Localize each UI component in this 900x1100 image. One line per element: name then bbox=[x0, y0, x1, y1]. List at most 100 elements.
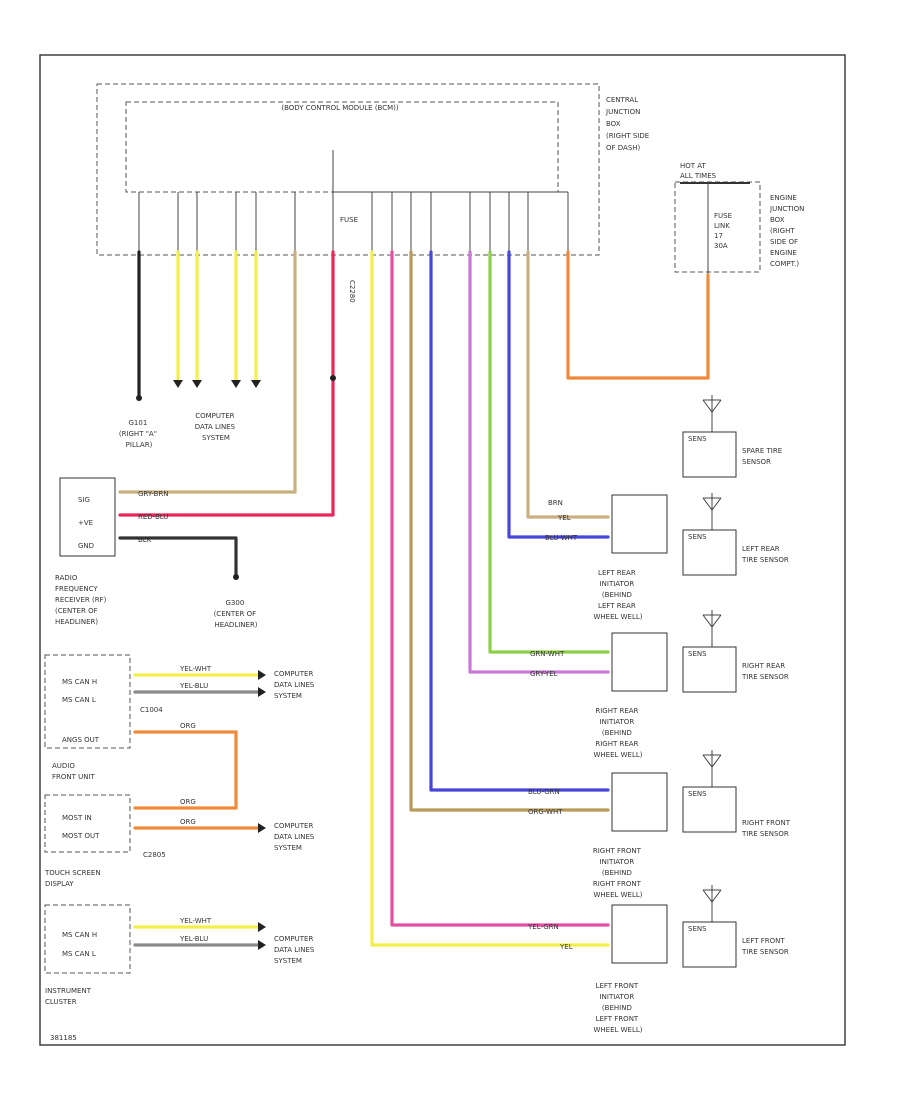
init-line: (BEHIND bbox=[602, 729, 632, 737]
sensor-line: SPARE TIRE bbox=[742, 447, 782, 455]
bcm-connector-label: C2280 bbox=[348, 280, 356, 303]
fuse-link-label: FUSE LINK 17 30A bbox=[714, 212, 734, 250]
cjb-line: OF DASH) bbox=[606, 144, 641, 152]
initiator-box-right-front bbox=[611, 772, 668, 832]
sensor-label: RIGHT REAR TIRE SENSOR bbox=[741, 662, 789, 681]
wire-pink-lf-initiator bbox=[390, 250, 610, 927]
wire-tan-lr-initiator bbox=[526, 250, 610, 519]
diagram-frame bbox=[39, 54, 846, 1046]
sensor-label: LEFT FRONT TIRE SENSOR bbox=[741, 937, 789, 956]
cd-line: DATA LINES bbox=[274, 681, 315, 689]
sensor-label: RIGHT FRONT TIRE SENSOR bbox=[741, 819, 792, 838]
cd-line: SYSTEM bbox=[274, 692, 302, 700]
instrument-cluster-label: INSTRUMENT CLUSTER bbox=[45, 987, 93, 1006]
ic-line: CLUSTER bbox=[45, 998, 77, 1006]
cd-line: COMPUTER bbox=[274, 935, 313, 943]
audio-line: AUDIO bbox=[52, 762, 75, 770]
init-line: INITIATOR bbox=[600, 718, 635, 726]
arrow-head bbox=[258, 922, 266, 932]
initiator-label-right-front: RIGHT FRONT INITIATOR (BEHIND RIGHT FRON… bbox=[593, 847, 643, 899]
body-control-module bbox=[125, 101, 559, 193]
antenna-icon bbox=[702, 395, 722, 432]
touch-pin: MOST OUT bbox=[62, 832, 100, 840]
wire-orange-most-loop bbox=[133, 730, 238, 810]
instrument-cluster-box bbox=[44, 904, 131, 974]
audio-wire-label: ORG bbox=[180, 722, 196, 730]
wire-violet-rr-initiator bbox=[468, 250, 610, 674]
touch-screen-box bbox=[44, 794, 131, 853]
touch-wire-label: ORG bbox=[180, 818, 196, 826]
diagram-id: 381185 bbox=[50, 1034, 77, 1042]
splice-dot bbox=[136, 395, 142, 401]
initiator-label-left-rear: LEFT REAR INITIATOR (BEHIND LEFT REAR WH… bbox=[593, 569, 642, 621]
fuse-link-line: 17 bbox=[714, 232, 723, 240]
cjb-line: JUNCTION bbox=[605, 108, 640, 116]
audio-unit-box bbox=[44, 654, 131, 749]
init-line: LEFT REAR bbox=[598, 569, 636, 577]
wire-blue-rf-initiator bbox=[429, 250, 610, 792]
audio-wire-label: YEL-WHT bbox=[179, 665, 212, 673]
cd-line: SYSTEM bbox=[274, 957, 302, 965]
arrow-head bbox=[258, 687, 266, 697]
cd-line: COMPUTER bbox=[274, 670, 313, 678]
hot-at-all-times-label: HOT AT ALL TIMES bbox=[680, 162, 717, 180]
init-line: RIGHT FRONT bbox=[593, 880, 642, 888]
initiator-wire-label: GRN-WHT bbox=[530, 650, 565, 658]
sensor-line: TIRE SENSOR bbox=[741, 556, 789, 564]
sensor-line: SENSOR bbox=[742, 458, 771, 466]
init-line: RIGHT FRONT bbox=[593, 847, 642, 855]
sensor-spare: SENS SPARE TIRE SENSOR bbox=[682, 395, 782, 478]
rf-line: (CENTER OF bbox=[55, 607, 98, 615]
g300-line: HEADLINER) bbox=[214, 621, 257, 629]
sensor-box bbox=[682, 431, 737, 478]
initiator-label-left-front: LEFT FRONT INITIATOR (BEHIND LEFT FRONT … bbox=[593, 982, 642, 1034]
init-line: WHEEL WELL) bbox=[593, 1026, 642, 1034]
init-line: WHEEL WELL) bbox=[593, 613, 642, 621]
sensor-left-rear: SENS LEFT REAR TIRE SENSOR bbox=[682, 493, 789, 576]
sensor-label: LEFT REAR TIRE SENSOR bbox=[741, 545, 789, 564]
initiator-wire-label: YEL bbox=[557, 514, 571, 522]
sensor-tag: SENS bbox=[688, 533, 707, 541]
cdt-line: DATA LINES bbox=[195, 423, 236, 431]
fuse-link-line: LINK bbox=[714, 222, 730, 230]
cdt-line: COMPUTER bbox=[195, 412, 234, 420]
init-line: WHEEL WELL) bbox=[593, 891, 642, 899]
audio-line: FRONT UNIT bbox=[52, 773, 96, 781]
initiator-wire-label: GRY-YEL bbox=[530, 670, 558, 678]
init-line: LEFT FRONT bbox=[596, 982, 639, 990]
cd-line: SYSTEM bbox=[274, 844, 302, 852]
audio-pin: MS CAN H bbox=[62, 678, 97, 686]
arrow-head bbox=[258, 940, 266, 950]
splice-dot bbox=[233, 574, 239, 580]
initiator-box-left-front bbox=[611, 904, 668, 964]
rf-line: RADIO bbox=[55, 574, 78, 582]
ground-g300-label: G300 (CENTER OF HEADLINER) bbox=[214, 599, 259, 629]
ejb-line: COMPT.) bbox=[770, 260, 799, 268]
sensor-line: TIRE SENSOR bbox=[741, 673, 789, 681]
arrow-heads bbox=[173, 380, 261, 388]
sensor-tag: SENS bbox=[688, 790, 707, 798]
ejb-line: (RIGHT bbox=[770, 227, 795, 235]
sensor-left-front: SENS LEFT FRONT TIRE SENSOR bbox=[682, 885, 789, 968]
init-line: INITIATOR bbox=[600, 858, 635, 866]
wire-red-rf-ve bbox=[118, 250, 335, 517]
sensor-box bbox=[682, 529, 737, 576]
sensor-box bbox=[682, 921, 737, 968]
ic-wire-label: YEL-WHT bbox=[179, 917, 212, 925]
init-line: WHEEL WELL) bbox=[593, 751, 642, 759]
ic-pin: MS CAN H bbox=[62, 931, 97, 939]
rf-wire-label: RED-BLU bbox=[138, 513, 168, 521]
cd-line: DATA LINES bbox=[274, 833, 315, 841]
wire-green-rr-initiator bbox=[488, 250, 610, 654]
antenna-icon bbox=[702, 750, 722, 787]
rf-line: HEADLINER) bbox=[55, 618, 98, 626]
initiator-label-right-rear: RIGHT REAR INITIATOR (BEHIND RIGHT REAR … bbox=[593, 707, 642, 759]
ic-line: INSTRUMENT bbox=[45, 987, 92, 995]
audio-wire-label: YEL-BLU bbox=[179, 682, 208, 690]
init-line: LEFT REAR bbox=[598, 602, 636, 610]
sensor-right-rear: SENS RIGHT REAR TIRE SENSOR bbox=[682, 610, 789, 693]
rf-line: RECEIVER (RF) bbox=[55, 596, 107, 604]
initiator-box-left-rear bbox=[611, 494, 668, 554]
bcm-label: (BODY CONTROL MODULE (BCM)) bbox=[281, 104, 399, 112]
